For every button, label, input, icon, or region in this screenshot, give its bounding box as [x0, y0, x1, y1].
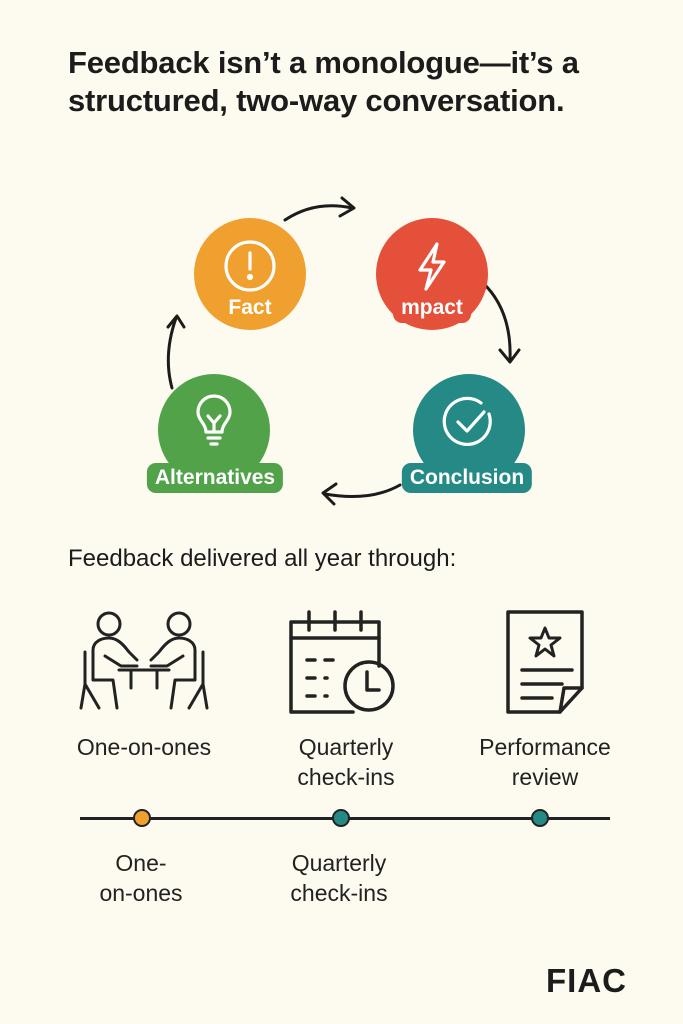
channel-quarterly-checkins: Quarterly check-ins: [246, 608, 446, 792]
channels-heading: Feedback delivered all year through:: [68, 545, 457, 572]
document-star-icon: [506, 610, 584, 714]
exclamation-circle-icon: [224, 240, 276, 292]
arrow-alternatives-to-fact: [166, 316, 178, 390]
brand-logo: FIAC: [546, 962, 627, 999]
calendar-clock-icon: [289, 610, 395, 714]
channel-one-on-ones: One-on-ones: [44, 608, 244, 762]
node-alternatives-label: Alternatives: [146, 463, 284, 493]
channel-performance-review: Performance review: [445, 608, 645, 792]
timeline-label-one-on-ones: One- on-ones: [99, 850, 183, 906]
check-circle-icon: [442, 396, 492, 447]
timeline: [80, 808, 610, 828]
fiac-cycle-diagram: Fact mpact Conclusion Alternatives: [0, 190, 683, 520]
timeline-dot-review: [531, 809, 549, 827]
node-impact-label: mpact: [393, 293, 471, 323]
channel-label: Performance review: [479, 734, 611, 790]
arrow-fact-to-impact: [283, 204, 354, 222]
timeline-dot-quarterly: [332, 809, 350, 827]
cycle-arrows: [166, 196, 521, 506]
page-title: Feedback isn’t a monologue—it’s a struct…: [68, 45, 579, 118]
channel-label: Quarterly check-ins: [297, 734, 395, 790]
timeline-dot-one-on-ones: [133, 809, 151, 827]
node-conclusion-label: Conclusion: [401, 463, 533, 493]
channel-label: One-on-ones: [76, 734, 212, 760]
node-fact-label: Fact: [220, 293, 280, 323]
arrow-impact-to-conclusion: [480, 280, 512, 362]
people-meeting-icon: [79, 611, 209, 710]
timeline-label-quarterly: Quarterly check-ins: [290, 850, 388, 906]
lightbulb-icon: [196, 394, 232, 446]
lightning-bolt-icon: [418, 242, 446, 291]
arrow-conclusion-to-alternatives: [323, 483, 402, 499]
